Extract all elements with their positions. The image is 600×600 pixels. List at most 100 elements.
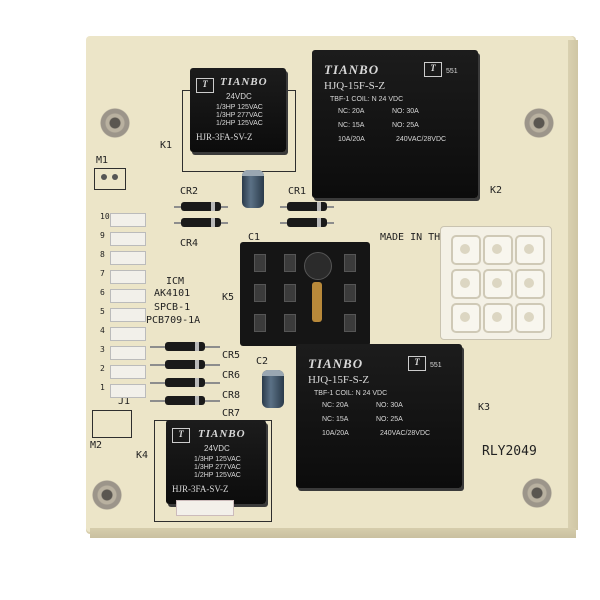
- brand-logo-icon: T: [424, 62, 442, 77]
- relay-rating: 240VAC/28VDC: [396, 136, 447, 143]
- relay-spec-2: 1/3HP 277VAC: [194, 464, 241, 471]
- connector-pin: [483, 303, 513, 333]
- relay-socket-k5: [240, 242, 370, 346]
- label-part-line2: AK4101: [154, 288, 191, 299]
- mounting-hole-top-left: [100, 108, 130, 138]
- header-pin: [110, 365, 146, 379]
- header-pin-number: 4: [100, 326, 105, 335]
- label-k2: K2: [490, 185, 503, 196]
- header-pin-number: 1: [100, 383, 105, 392]
- m1-pin: [112, 174, 118, 180]
- relay-spec-1: 1/3HP 125VAC: [216, 104, 263, 111]
- diode-cr6: [165, 360, 205, 369]
- header-pin: [110, 251, 146, 265]
- relay-rating: 240VAC/28VDC: [380, 430, 431, 437]
- connector-pin: [451, 303, 481, 333]
- socket-slot: [284, 254, 296, 272]
- mounting-hole-bottom-left: [92, 480, 122, 510]
- socket-slot: [284, 284, 296, 302]
- label-rly: RLY2049: [482, 444, 537, 459]
- capacitor-c1: [242, 170, 264, 208]
- relay-no-1: NO: 30A: [392, 108, 419, 115]
- connector-pin: [451, 235, 481, 265]
- header-pin-number: 5: [100, 307, 105, 316]
- label-cr5: CR5: [222, 350, 241, 361]
- label-k5: K5: [222, 292, 235, 303]
- label-cr7: CR7: [222, 408, 241, 419]
- brand-logo-icon: T: [196, 78, 214, 93]
- relay-brand: TIANBO: [308, 356, 364, 371]
- label-part-line3: SPCB-1: [154, 302, 191, 313]
- connector-pin: [515, 269, 545, 299]
- relay-model: HJQ-15F-S-Z: [324, 80, 386, 92]
- label-k3: K3: [478, 402, 491, 413]
- header-pin: [110, 232, 146, 246]
- label-m2: M2: [90, 440, 103, 451]
- silk-outline-m1: [94, 168, 126, 190]
- header-pin: [110, 213, 146, 227]
- board-edge-bottom: [90, 528, 576, 538]
- brand-logo-icon: T: [408, 356, 426, 371]
- header-pin: [110, 308, 146, 322]
- relay-brand: TIANBO: [220, 76, 268, 88]
- label-made-in: MADE IN TH: [380, 232, 441, 243]
- socket-slot: [254, 254, 266, 272]
- silk-outline-m2: [92, 410, 132, 438]
- label-cr2: CR2: [180, 186, 199, 197]
- relay-k3: TIANBO T 551 HJQ-15F-S-Z TBF-1 COIL: N 2…: [296, 344, 462, 488]
- relay-model: HJQ-15F-S-Z: [308, 374, 370, 386]
- handwritten-sticker: [176, 500, 234, 516]
- relay-spec-2: 1/3HP 277VAC: [216, 112, 263, 119]
- header-pin-number: 7: [100, 269, 105, 278]
- relay-k4: T TIANBO 24VDC 1/3HP 125VAC 1/3HP 277VAC…: [166, 420, 266, 504]
- label-cr4: CR4: [180, 238, 199, 249]
- relay-voltage: 24VDC: [204, 444, 230, 453]
- connector-pin: [483, 269, 513, 299]
- relay-k1: T TIANBO 24VDC 1/3HP 125VAC 1/3HP 277VAC…: [190, 68, 286, 152]
- diode-cr3: [287, 218, 327, 227]
- header-pin-number: 2: [100, 364, 105, 373]
- relay-no-2: NO: 25A: [392, 122, 419, 129]
- socket-slot: [344, 254, 356, 272]
- header-pin-number: 8: [100, 250, 105, 259]
- connector-pin: [451, 269, 481, 299]
- diode-cr7: [165, 396, 205, 405]
- header-pin-number: 3: [100, 345, 105, 354]
- relay-voltage: 24VDC: [226, 92, 252, 101]
- relay-coil: TBF-1 COIL: N 24 VDC: [314, 390, 388, 397]
- header-pin: [110, 289, 146, 303]
- relay-code: 551: [430, 362, 442, 369]
- mounting-hole-bottom-right: [522, 478, 552, 508]
- relay-nc-1: NC: 20A: [322, 402, 349, 409]
- header-pin-number: 6: [100, 288, 105, 297]
- mounting-hole-top-right: [524, 108, 554, 138]
- relay-amps: 10A/20A: [338, 136, 365, 143]
- header-pin-number: 10: [100, 212, 110, 221]
- connector-pin: [515, 235, 545, 265]
- socket-slot: [284, 314, 296, 332]
- relay-coil: TBF-1 COIL: N 24 VDC: [330, 96, 404, 103]
- header-pin: [110, 327, 146, 341]
- relay-brand: TIANBO: [324, 62, 380, 77]
- relay-spec-3: 1/2HP 125VAC: [194, 472, 241, 479]
- relay-spec-1: 1/3HP 125VAC: [194, 456, 241, 463]
- capacitor-c2: [262, 370, 284, 408]
- diode-cr8: [165, 378, 205, 387]
- relay-nc-1: NC: 20A: [338, 108, 365, 115]
- socket-slot: [344, 314, 356, 332]
- diode-cr4: [181, 218, 221, 227]
- relay-code: 551: [446, 68, 458, 75]
- relay-nc-2: NC: 15A: [338, 122, 365, 129]
- relay-no-2: NO: 25A: [376, 416, 403, 423]
- label-c2: C2: [256, 356, 269, 367]
- label-cr6: CR6: [222, 370, 241, 381]
- label-k4: K4: [136, 450, 149, 461]
- label-part-line4: PCB709-1A: [146, 315, 201, 326]
- socket-slot: [254, 314, 266, 332]
- label-cr1: CR1: [288, 186, 307, 197]
- header-pin: [110, 384, 146, 398]
- m1-pin: [101, 174, 107, 180]
- relay-model: HJR-3FA-SV-Z: [196, 132, 253, 142]
- diode-cr2: [181, 202, 221, 211]
